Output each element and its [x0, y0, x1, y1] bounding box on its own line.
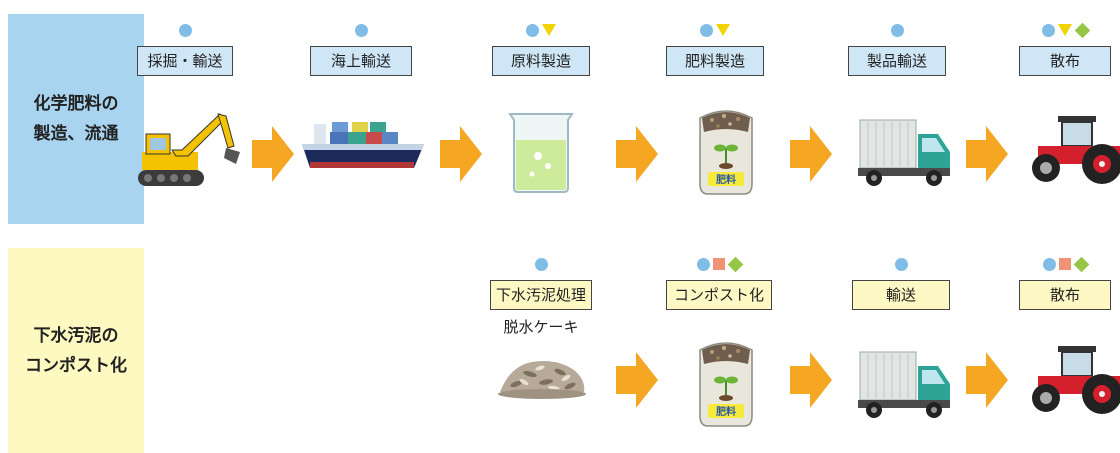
stage-markers — [846, 256, 956, 272]
bag-text: 肥料 — [716, 173, 736, 186]
stage-label: 海上輸送 — [310, 46, 412, 76]
diamond-marker-icon — [727, 256, 744, 272]
flow-arrow-icon — [616, 126, 658, 182]
stage-sewage-sludge-treatment: 下水汚泥処理 脱水ケーキ — [486, 256, 596, 337]
row-label-chemical-fertilizer: 化学肥料の 製造、流通 — [8, 14, 144, 224]
stage-label: 肥料製造 — [666, 46, 764, 76]
flow-arrow-icon — [966, 126, 1008, 182]
stage-markers — [842, 22, 952, 38]
diamond-marker-icon — [1074, 22, 1091, 38]
circle-marker-icon — [894, 257, 908, 271]
circle-marker-icon — [697, 257, 710, 271]
stage-spreading-compost: 散布 — [1010, 256, 1120, 310]
stage-fertilizer-production: 肥料製造 — [660, 22, 770, 76]
stage-markers — [660, 22, 770, 38]
dewatered-cake-icon — [498, 361, 586, 399]
flow-arrow-icon — [616, 352, 658, 408]
fertilizer-bag-icon: 肥料 — [699, 342, 753, 427]
stage-markers — [130, 22, 240, 38]
beaker-icon — [508, 113, 574, 193]
fertilizer-bag-icon: 肥料 — [699, 110, 753, 195]
triangle-marker-icon — [1058, 24, 1072, 36]
flow-arrow-icon — [790, 352, 832, 408]
stage-label: 製品輸送 — [848, 46, 946, 76]
stage-label: 輸送 — [852, 280, 950, 310]
flow-arrow-icon — [440, 126, 482, 182]
truck-icon — [858, 351, 950, 418]
stage-label: 原料製造 — [492, 46, 590, 76]
bag-text: 肥料 — [716, 405, 736, 418]
circle-marker-icon — [178, 23, 192, 37]
stage-label: 散布 — [1019, 280, 1111, 310]
flow-arrow-icon — [790, 126, 832, 182]
cargo-ship-icon — [302, 122, 424, 168]
circle-marker-icon — [1043, 257, 1056, 271]
square-marker-icon — [1059, 258, 1071, 270]
row-label-sewage-text: 下水汚泥の コンポスト化 — [25, 325, 127, 376]
stage-sea-transport: 海上輸送 — [306, 22, 416, 76]
stage-mining-transport: 採掘・輸送 — [130, 22, 240, 76]
tractor-icon — [1032, 346, 1120, 414]
stage-label: コンポスト化 — [666, 280, 772, 310]
circle-marker-icon — [534, 257, 548, 271]
stage-raw-material-production: 原料製造 — [486, 22, 596, 76]
circle-marker-icon — [526, 23, 539, 37]
stage-markers — [486, 22, 596, 38]
stage-composting: コンポスト化 — [664, 256, 774, 310]
triangle-marker-icon — [542, 24, 556, 36]
row-label-sewage-compost: 下水汚泥の コンポスト化 — [8, 248, 144, 453]
stage-markers — [664, 256, 774, 272]
stage-markers — [486, 256, 596, 272]
circle-marker-icon — [354, 23, 368, 37]
square-marker-icon — [713, 258, 725, 270]
row-label-chemical-text: 化学肥料の 製造、流通 — [33, 94, 119, 144]
diamond-marker-icon — [1073, 256, 1090, 272]
stage-spreading: 散布 — [1010, 22, 1120, 76]
flow-arrow-icon — [252, 126, 294, 182]
stage-markers — [1010, 22, 1120, 38]
tractor-icon — [1032, 116, 1120, 184]
circle-marker-icon — [890, 23, 904, 37]
circle-marker-icon — [700, 23, 713, 37]
stage-transport: 輸送 — [846, 256, 956, 310]
circle-marker-icon — [1042, 23, 1055, 37]
stage-markers — [1010, 256, 1120, 272]
stage-label: 採掘・輸送 — [137, 46, 233, 76]
stage-product-transport: 製品輸送 — [842, 22, 952, 76]
excavator-icon — [138, 113, 240, 186]
stage-label: 散布 — [1019, 46, 1111, 76]
stage-sublabel: 脱水ケーキ — [503, 318, 579, 336]
truck-icon — [858, 119, 950, 186]
triangle-marker-icon — [716, 24, 730, 36]
flow-arrow-icon — [966, 352, 1008, 408]
stage-markers — [306, 22, 416, 38]
stage-label: 下水汚泥処理 — [490, 280, 592, 310]
